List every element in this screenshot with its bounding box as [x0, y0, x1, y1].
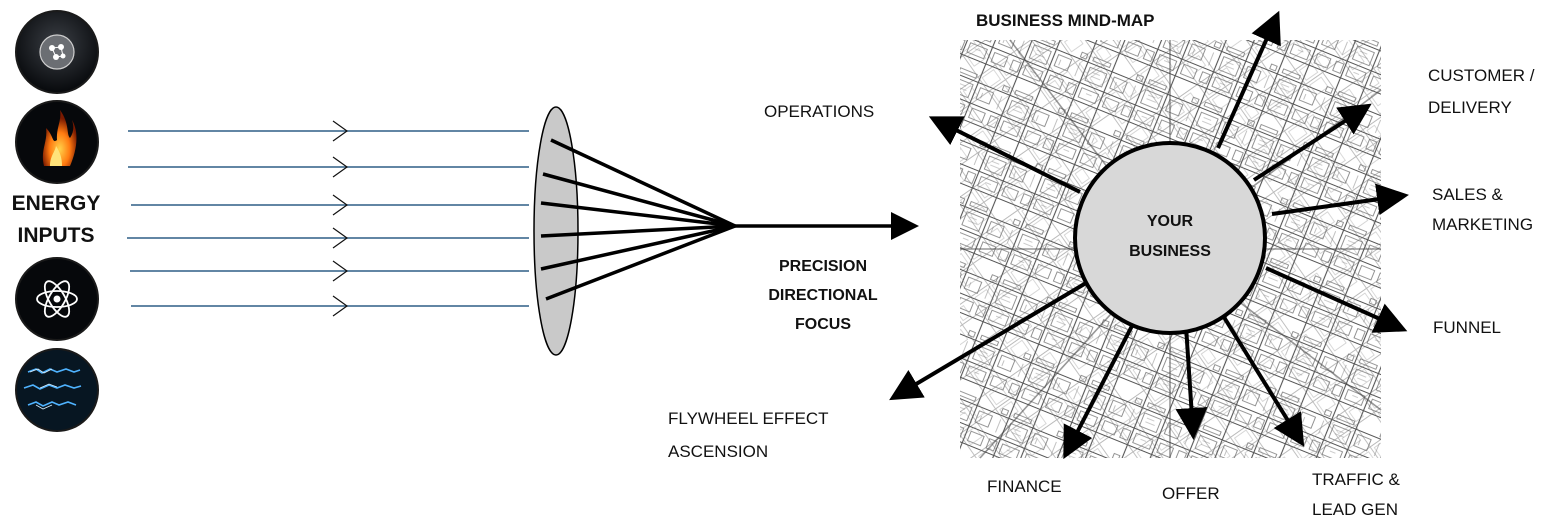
- precision-focus-label: PRECISION DIRECTIONAL FOCUS: [768, 258, 878, 333]
- arrow-traffic-top: [1216, 10, 1281, 149]
- lightning-icon: [15, 348, 99, 432]
- arrow-traffic: [1220, 312, 1305, 447]
- branch-operations: OPERATIONS: [764, 102, 875, 121]
- arrow-funnel: [1265, 266, 1408, 333]
- branch-sales-marketing: SALES & MARKETING: [1432, 185, 1534, 234]
- business-center-label: YOUR BUSINESS: [1129, 213, 1211, 260]
- business-center-circle: [1073, 141, 1267, 335]
- branch-finance: FINANCE: [987, 477, 1062, 496]
- focus-rays: [540, 138, 736, 301]
- branch-customer-delivery: CUSTOMER / DELIVERY: [1428, 66, 1535, 117]
- focusing-lens: [533, 106, 579, 356]
- energy-inputs-label: ENERGY INPUTS: [11, 192, 101, 247]
- branch-flywheel: FLYWHEEL EFFECT ASCENSION: [668, 409, 829, 461]
- arrow-finance: [1063, 321, 1136, 460]
- arrow-offer: [1175, 325, 1208, 440]
- arrow-customer: [1252, 103, 1372, 182]
- branch-funnel: FUNNEL: [1433, 318, 1502, 337]
- molecule-icon: [15, 10, 99, 94]
- mindmap-title: BUSINESS MIND-MAP: [976, 11, 1155, 30]
- fire-icon: [15, 100, 99, 184]
- energy-beams: [127, 130, 529, 307]
- beam-chevrons: [332, 120, 349, 317]
- branch-traffic-lead-gen: TRAFFIC & LEAD GEN: [1312, 470, 1400, 519]
- arrow-sales: [1271, 183, 1409, 216]
- branch-offer: OFFER: [1162, 484, 1220, 503]
- arrow-operations: [928, 116, 1081, 194]
- atom-icon: [15, 257, 99, 341]
- mindmap-arrows: [889, 10, 1409, 460]
- arrow-flywheel: [889, 281, 1088, 401]
